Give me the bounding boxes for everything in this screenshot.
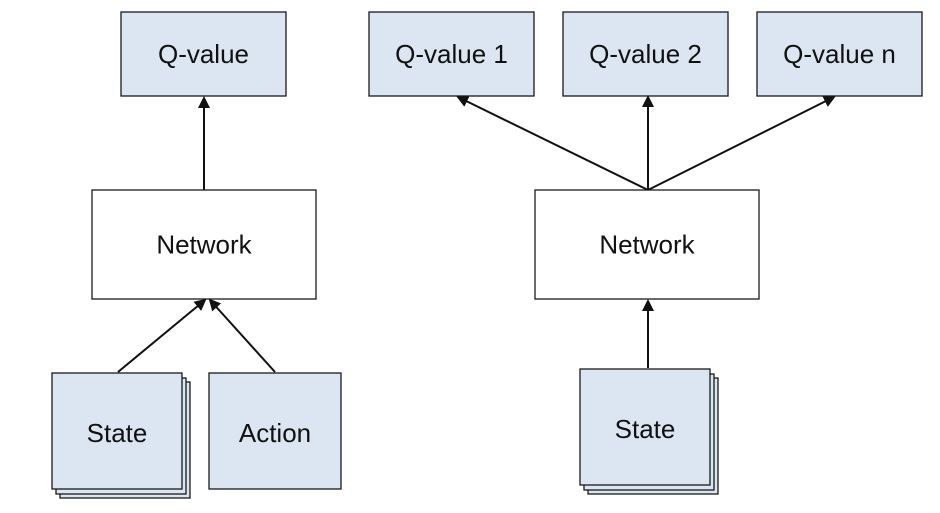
q-value-2-label: Q-value 2 [589, 39, 702, 69]
action-box [208, 372, 342, 490]
q-value-node: Q-value [120, 11, 287, 97]
action-label: Action [239, 418, 311, 448]
q-value-n-node: Q-value n [756, 11, 923, 97]
right-diagram: Q-value 1 Q-value 2 Q-value n Network St… [368, 11, 923, 495]
right-network-box [534, 189, 760, 300]
left-network-node: Network [91, 189, 317, 300]
q-value-2-node: Q-value 2 [562, 11, 729, 97]
q-value-2-box [562, 11, 729, 97]
edge-network-to-q-value-1 [456, 96, 649, 191]
left-state-node: State [51, 372, 191, 499]
q-value-label: Q-value [158, 39, 249, 69]
right-state-node: State [579, 368, 719, 495]
q-value-1-node: Q-value 1 [368, 11, 535, 97]
q-value-1-label: Q-value 1 [395, 39, 508, 69]
left-state-label: State [87, 418, 148, 448]
left-diagram: Q-value Network State Action [51, 11, 342, 499]
q-value-n-box [756, 11, 923, 97]
action-node: Action [208, 372, 342, 490]
right-state-box [579, 368, 711, 486]
q-value-box [120, 11, 287, 97]
left-state-box [51, 372, 183, 490]
right-state-label: State [615, 414, 676, 444]
right-network-label: Network [599, 230, 695, 260]
edge-network-to-q-value-n [647, 96, 836, 191]
right-network-node: Network [534, 189, 760, 300]
q-value-1-box [368, 11, 535, 97]
edge-state-to-network [117, 298, 207, 373]
left-network-label: Network [156, 230, 252, 260]
edge-action-to-network [208, 298, 276, 373]
left-network-box [91, 189, 317, 300]
q-value-n-label: Q-value n [783, 39, 896, 69]
